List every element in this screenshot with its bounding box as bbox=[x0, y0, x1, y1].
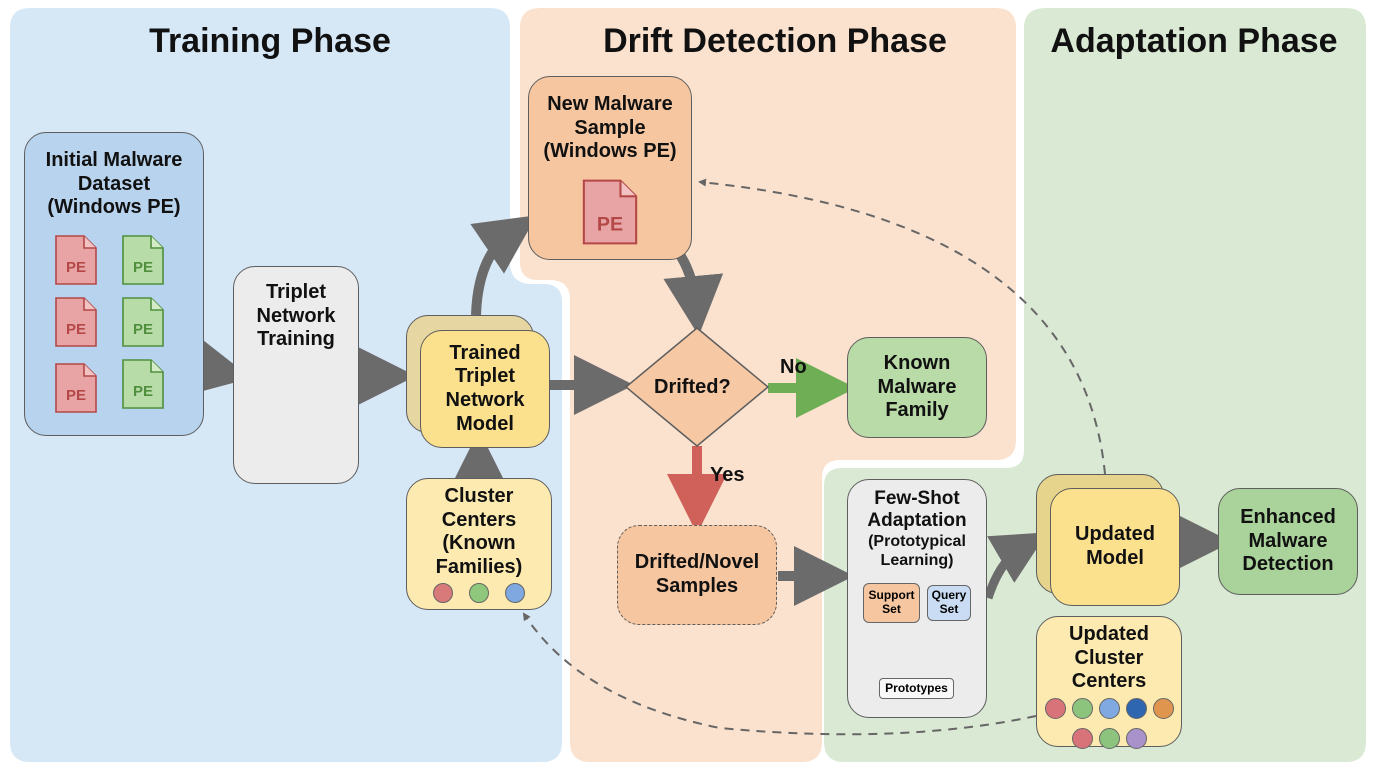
pe-file-icon-red: PE bbox=[55, 235, 97, 285]
cluster-center-dot bbox=[1071, 697, 1093, 719]
cluster-centers-node: Cluster Centers (Known Families) bbox=[406, 478, 552, 610]
cluster-center-dot bbox=[1125, 697, 1147, 719]
updated-clusters-label: Updated Cluster Centers bbox=[1069, 623, 1149, 693]
known-family-label: Known Malware Family bbox=[877, 352, 957, 422]
arrow-model-to-new-sample bbox=[470, 215, 537, 316]
svg-text:PE: PE bbox=[66, 259, 86, 276]
new-sample-label: New Malware Sample (Windows PE) bbox=[543, 93, 677, 163]
cluster-center-dot bbox=[1098, 697, 1120, 719]
drift-phase-title: Drift Detection Phase bbox=[603, 22, 947, 60]
few-shot-subtitle: (Prototypical Learning) bbox=[868, 532, 966, 569]
cluster-center-dot bbox=[1044, 697, 1066, 719]
updated-cluster-dots-row1 bbox=[1042, 697, 1177, 725]
drift-decision-label: Drifted? bbox=[654, 376, 731, 398]
adaptation-phase-title: Adaptation Phase bbox=[1050, 22, 1338, 60]
svg-text:PE: PE bbox=[133, 259, 153, 276]
training-phase-title: Training Phase bbox=[149, 22, 391, 60]
arrow-fewshot-to-updated-model bbox=[983, 532, 1048, 600]
cluster-centers-label: Cluster Centers (Known Families) bbox=[435, 485, 523, 578]
updated-model-label: Updated Model bbox=[1075, 523, 1155, 569]
initial-dataset-node: Initial Malware Dataset (Windows PE) bbox=[24, 132, 204, 436]
pe-file-icon-green: PE bbox=[122, 235, 164, 285]
new-sample-node: New Malware Sample (Windows PE) bbox=[528, 76, 692, 260]
known-family-node: Known Malware Family bbox=[847, 337, 987, 438]
new-sample-pe-icon: PE bbox=[582, 179, 638, 245]
edge-label-no: No bbox=[780, 356, 807, 378]
pe-file-icon-green: PE bbox=[122, 359, 164, 409]
few-shot-title: Few-Shot Adaptation bbox=[867, 488, 967, 532]
cluster-dots bbox=[425, 583, 533, 609]
drifted-samples-label: Drifted/Novel Samples bbox=[634, 551, 760, 597]
pe-file-icon-green: PE bbox=[122, 297, 164, 347]
cluster-center-dot bbox=[1152, 697, 1174, 719]
dashed-arrow-updated-to-new-sample bbox=[698, 178, 1106, 475]
prototypes-box: Prototypes bbox=[879, 678, 954, 699]
triplet-training-node: Triplet Network Training bbox=[233, 266, 359, 484]
cluster-center-dot bbox=[1098, 727, 1120, 749]
trained-model-label: Trained Triplet Network Model bbox=[445, 341, 525, 435]
initial-dataset-label: Initial Malware Dataset (Windows PE) bbox=[45, 149, 183, 219]
triplet-training-label: Triplet Network Training bbox=[256, 281, 336, 351]
pe-file-icon-red: PE bbox=[55, 297, 97, 347]
svg-text:PE: PE bbox=[66, 321, 86, 338]
edge-label-yes: Yes bbox=[710, 464, 745, 486]
pe-file-icon-red: PE bbox=[55, 363, 97, 413]
enhanced-detection-label: Enhanced Malware Detection bbox=[1240, 506, 1336, 576]
svg-text:PE: PE bbox=[66, 387, 86, 404]
cluster-center-dot bbox=[469, 583, 489, 604]
drift-decision-diamond bbox=[624, 327, 770, 447]
cluster-center-dot bbox=[1125, 727, 1147, 749]
updated-clusters-node: Updated Cluster Centers bbox=[1036, 616, 1182, 749]
support-set-box: Support Set bbox=[863, 583, 920, 623]
svg-text:PE: PE bbox=[133, 383, 153, 400]
dashed-arrow-clusters-to-old-clusters bbox=[522, 612, 1037, 736]
query-set-box: Query Set bbox=[927, 585, 971, 621]
cluster-center-dot bbox=[505, 583, 525, 604]
updated-cluster-dots-row2 bbox=[1069, 727, 1150, 755]
svg-text:PE: PE bbox=[597, 213, 623, 235]
cluster-center-dot bbox=[1071, 727, 1093, 749]
svg-text:PE: PE bbox=[133, 321, 153, 338]
cluster-center-dot bbox=[433, 583, 453, 604]
drifted-samples-node: Drifted/Novel Samples bbox=[617, 525, 777, 625]
updated-model-node: Updated Model bbox=[1050, 488, 1180, 606]
enhanced-detection-node: Enhanced Malware Detection bbox=[1218, 488, 1358, 595]
trained-model-node: Trained Triplet Network Model bbox=[420, 330, 550, 448]
